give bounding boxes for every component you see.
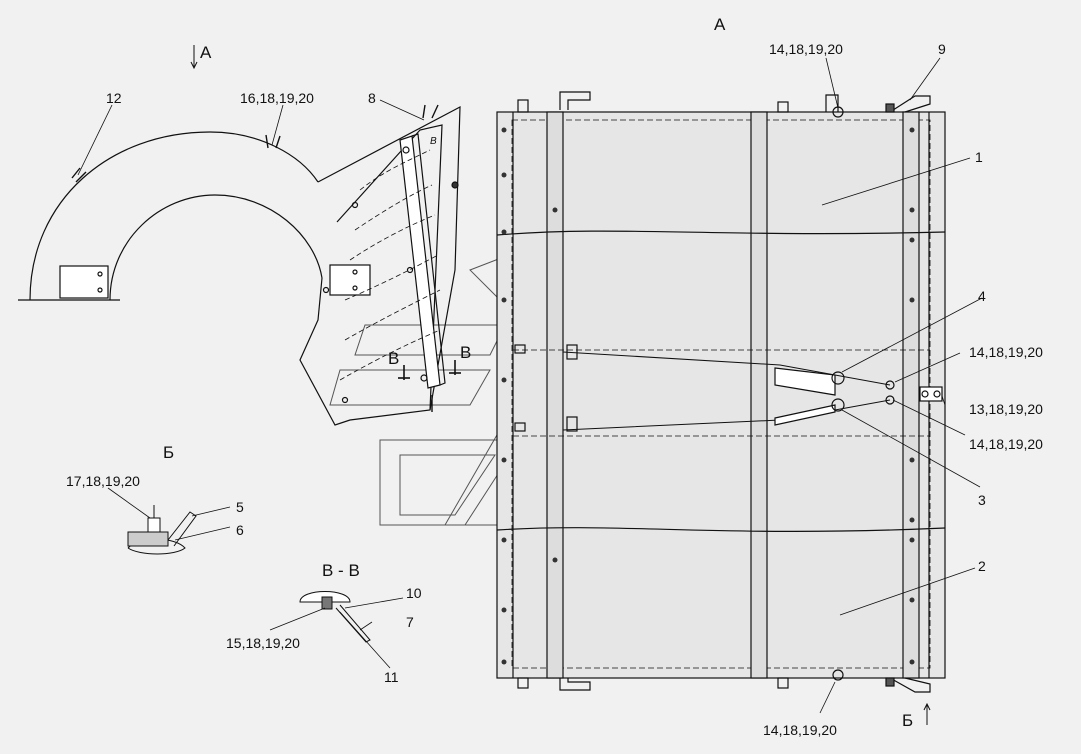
fender-bracket [59, 265, 109, 299]
callout-14-bottom: 14,18,19,20 [763, 722, 837, 738]
fender-outer-arc [29, 131, 319, 301]
callout-5: 5 [236, 499, 244, 515]
rail-left [546, 111, 564, 679]
callout-14-right-b: 14,18,19,20 [969, 436, 1043, 452]
callout-6: 6 [236, 522, 244, 538]
callout-4: 4 [978, 288, 986, 304]
callout-10: 10 [406, 585, 422, 601]
handle-bottom [889, 677, 931, 693]
view-b-arrow-label: Б [902, 711, 913, 730]
callout-15: 15,18,19,20 [226, 635, 300, 651]
rail-right [902, 111, 920, 679]
callout-7: 7 [406, 614, 414, 630]
view-a-title: A [714, 15, 726, 34]
callout-13: 13,18,19,20 [969, 401, 1043, 417]
view-a-arrow-label: A [200, 43, 212, 62]
section-mark-right: В [460, 343, 471, 362]
callout-1: 1 [975, 149, 983, 165]
callout-8: 8 [368, 90, 376, 106]
callout-12: 12 [106, 90, 122, 106]
labels: A A Б Б В В В - В 12 16,18,19,20 8 14,18… [66, 15, 1043, 738]
fender-assembly [18, 45, 461, 426]
callout-11: 11 [384, 669, 399, 685]
side-shield [299, 105, 461, 426]
handle-top [889, 95, 931, 113]
callout-17: 17,18,19,20 [66, 473, 140, 489]
strap-upper [562, 351, 891, 386]
fender-inner-arc [109, 194, 323, 301]
callout-9: 9 [938, 41, 946, 57]
section-v-v-title: В - В [322, 561, 360, 580]
callout-14-right-a: 14,18,19,20 [969, 344, 1043, 360]
rail-middle [750, 111, 768, 679]
callout-3: 3 [978, 492, 986, 508]
detail-b [107, 487, 231, 555]
callout-16: 16,18,19,20 [240, 90, 314, 106]
view-b-title: Б [163, 443, 174, 462]
slanted-bar [399, 135, 441, 389]
panel-view-a [496, 57, 983, 725]
callout-14-top: 14,18,19,20 [769, 41, 843, 57]
small-v-mark: В [430, 136, 437, 147]
section-v-v [269, 591, 404, 669]
section-mark-left: В [388, 349, 399, 368]
callout-2: 2 [978, 558, 986, 574]
mounting-holes [501, 127, 915, 665]
outer-frame [496, 111, 946, 679]
